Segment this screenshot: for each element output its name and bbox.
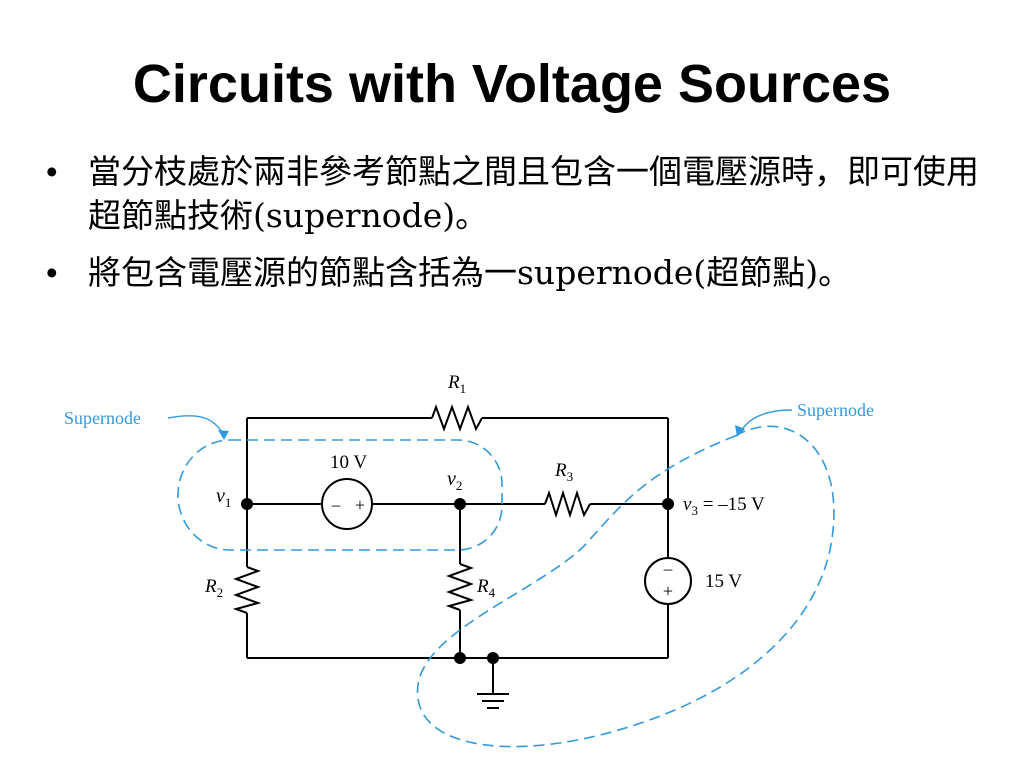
r3-label: R3	[554, 460, 573, 484]
resistor-r2	[232, 566, 262, 614]
voltage-source-10v	[321, 478, 373, 530]
supernode-left-label: Supernode	[64, 408, 141, 428]
bullet-dot-icon: •	[46, 254, 58, 291]
source-15v-minus: –	[663, 559, 673, 578]
source-15v-plus: +	[663, 581, 673, 601]
r2-label: R2	[204, 576, 223, 600]
resistor-r4	[445, 563, 475, 611]
supernode-left-boundary	[177, 439, 503, 551]
source-10v-minus: –	[331, 495, 341, 514]
node-bottom-left	[454, 652, 466, 664]
v3-label: v3 = –15 V	[683, 494, 765, 518]
bullet-text: 當分枝處於兩非參考節點之間且包含一個電壓源時，即可使用超節點技術(superno…	[88, 152, 979, 235]
node-v3	[662, 498, 674, 510]
arrow-head-icon	[218, 430, 229, 440]
r1-label: R1	[447, 372, 466, 396]
node-v1	[241, 498, 253, 510]
arrow-head-icon	[735, 425, 745, 437]
supernode-left-pointer	[167, 415, 225, 437]
bullet-text: 將包含電壓源的節點含括為一supernode(超節點)。	[88, 253, 852, 292]
node-bottom-right	[487, 652, 499, 664]
voltage-source-15v	[644, 557, 692, 605]
r4-label: R4	[476, 576, 496, 600]
resistor-r1	[431, 404, 483, 432]
supernode-right-label: Supernode	[797, 400, 874, 420]
supernode-right-boundary	[416, 425, 835, 748]
circuit-nodes	[241, 498, 674, 664]
supernode-right-pointer	[739, 409, 793, 434]
slide-title: Circuits with Voltage Sources	[132, 54, 892, 114]
bullet-list: • 當分枝處於兩非參考節點之間且包含一個電壓源時，即可使用超節點技術(super…	[40, 150, 1005, 308]
source-15v-label: 15 V	[705, 571, 742, 592]
bullet-item: • 將包含電壓源的節點含括為一supernode(超節點)。	[40, 251, 1005, 295]
v2-label: v2	[447, 468, 462, 493]
bullet-dot-icon: •	[46, 153, 58, 190]
circuit-wires	[246, 417, 669, 694]
source-10v-plus: +	[355, 495, 365, 515]
resistor-r3	[544, 489, 591, 519]
bullet-item: • 當分枝處於兩非參考節點之間且包含一個電壓源時，即可使用超節點技術(super…	[40, 150, 1005, 238]
node-v2	[454, 498, 466, 510]
ground-icon	[477, 693, 509, 709]
source-10v-label: 10 V	[330, 452, 367, 473]
v1-label: v1	[216, 485, 231, 510]
supernode-boundaries	[177, 425, 835, 748]
